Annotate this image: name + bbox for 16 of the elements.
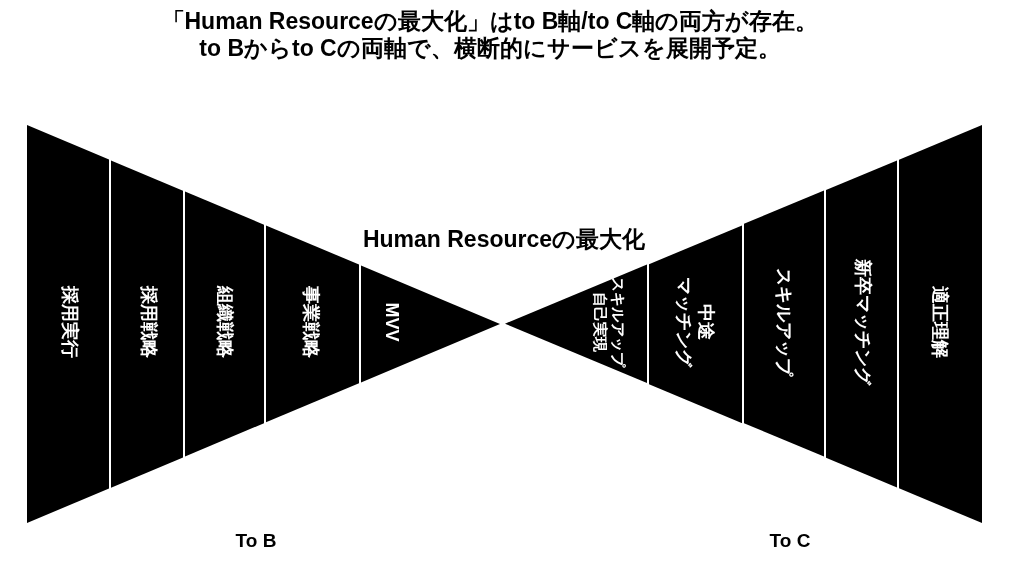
center-label: Human Resourceの最大化 [362,227,646,253]
segment-label: 採用戦略 [138,286,159,358]
axis-label: To B [235,531,277,552]
segment-label: 組織戦略 [214,286,235,358]
segment-label: 新卒マッチング [852,259,873,385]
segment-label: 採用実行 [59,286,80,358]
segment-label: スキルアップ [610,277,627,367]
segment-label: マッチング [674,277,694,367]
title: 「Human Resourceの最大化」はto B軸/to C軸の両方が存在。to Bからto Cの両軸で、横断的にサービスを展開予定。 [161,8,819,62]
segment-label: 自己実現 [592,292,609,352]
segment-label: 中途 [695,304,716,340]
axis-label: To C [769,531,811,552]
segment-label: MVV [381,302,402,342]
segment-label: 適正理解 [929,286,950,358]
segment-label: スキルアップ [773,268,794,376]
segment-label: 事業戦略 [300,286,321,358]
